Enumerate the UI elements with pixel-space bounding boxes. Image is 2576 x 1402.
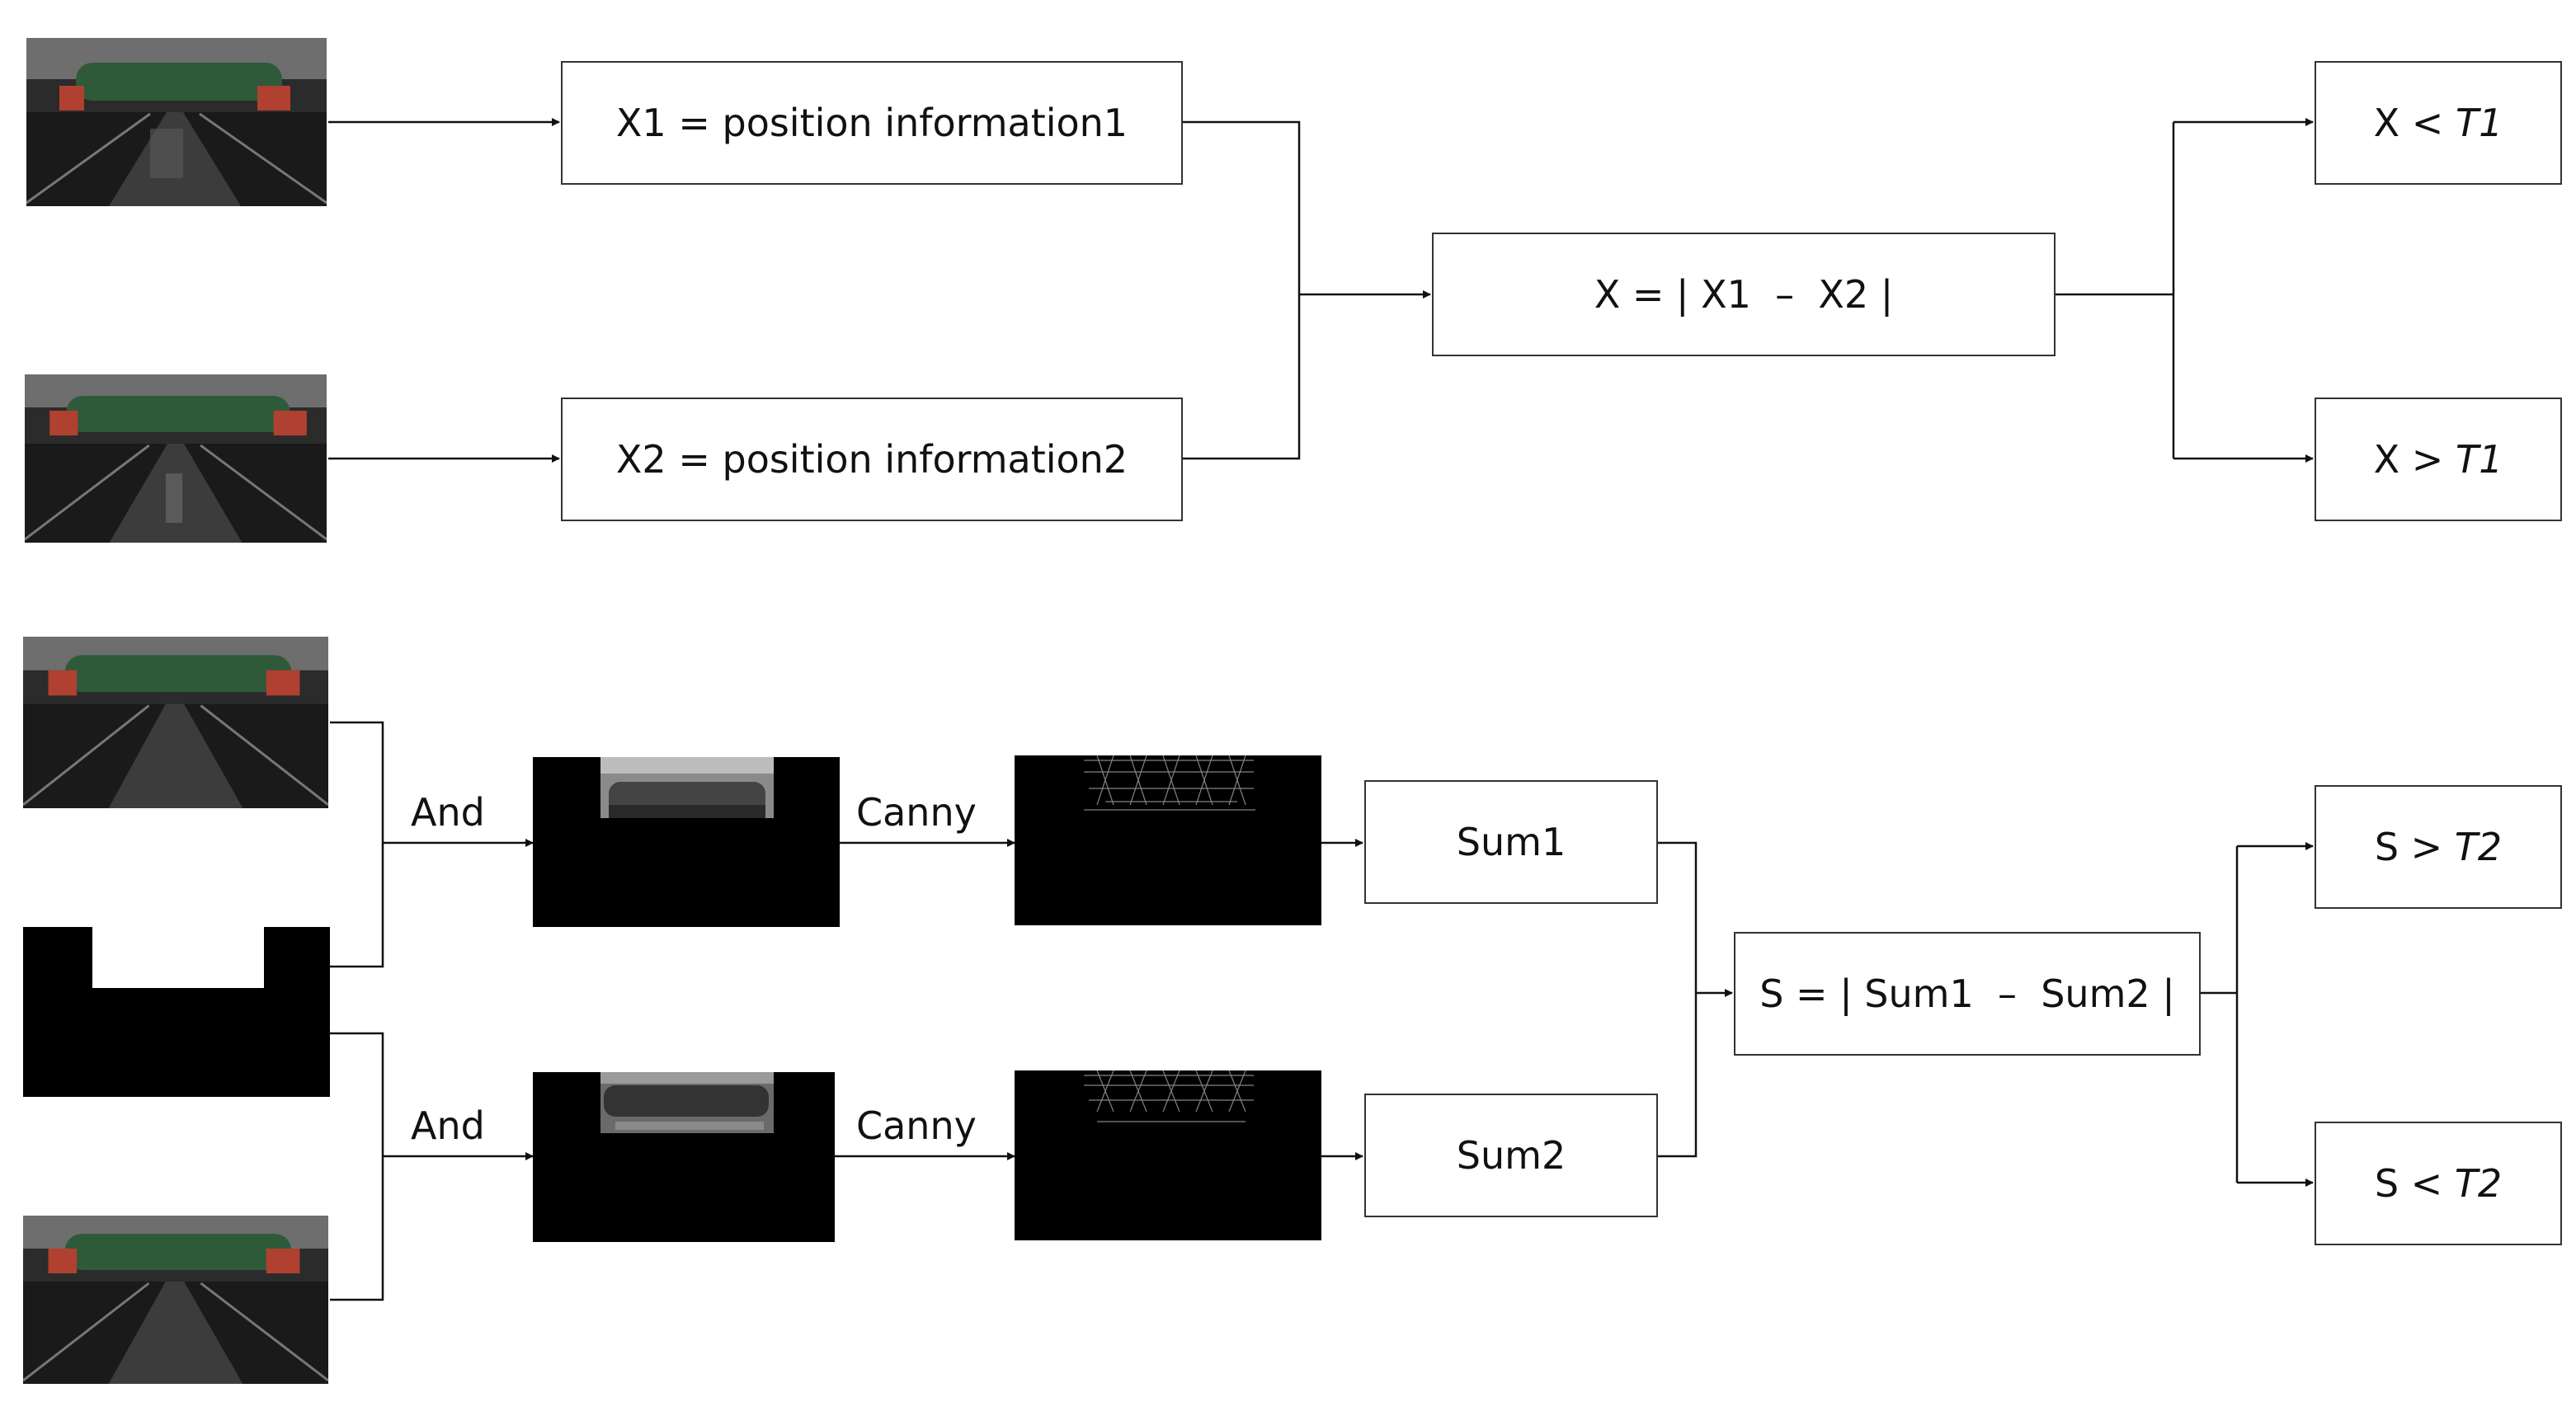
s-difference-text: S = | Sum1 – Sum2 | bbox=[1759, 972, 2175, 1016]
camera-frame-4 bbox=[23, 1216, 328, 1384]
masked-image-2 bbox=[533, 1072, 835, 1242]
masked-image-1 bbox=[533, 757, 840, 927]
canny-label-1: Canny bbox=[856, 790, 977, 835]
x-difference-box: X = | X1 – X2 | bbox=[1432, 233, 2056, 356]
sum1-text: Sum1 bbox=[1456, 820, 1566, 864]
s-less-than-t2-box: S < T2 bbox=[2315, 1122, 2562, 1245]
sum2-box: Sum2 bbox=[1364, 1094, 1658, 1217]
sum1-box: Sum1 bbox=[1364, 780, 1658, 904]
s-greater-prefix: S > bbox=[2374, 825, 2455, 869]
canny-label-2: Canny bbox=[856, 1103, 977, 1148]
camera-frame-2 bbox=[25, 374, 327, 543]
position-info-1-box: X1 = position information1 bbox=[561, 61, 1183, 185]
canny-edge-image-1 bbox=[1015, 755, 1321, 925]
mask-image bbox=[23, 927, 330, 1097]
s-less-prefix: S < bbox=[2374, 1161, 2455, 1206]
x-less-prefix: X < bbox=[2373, 101, 2456, 145]
s-greater-than-t2-box: S > T2 bbox=[2315, 785, 2562, 909]
sum2-text: Sum2 bbox=[1456, 1133, 1566, 1178]
and-label-1: And bbox=[411, 790, 485, 835]
position-info-1-text: X1 = position information1 bbox=[615, 101, 1128, 145]
x-greater-prefix: X > bbox=[2373, 437, 2456, 482]
s-difference-box: S = | Sum1 – Sum2 | bbox=[1734, 932, 2201, 1056]
t1-symbol: T1 bbox=[2455, 101, 2503, 145]
camera-frame-3 bbox=[23, 637, 328, 808]
t2-symbol: T2 bbox=[2454, 1161, 2503, 1206]
canny-edge-image-2 bbox=[1015, 1070, 1321, 1240]
position-info-2-box: X2 = position information2 bbox=[561, 398, 1183, 521]
camera-frame-1 bbox=[26, 38, 327, 206]
t2-symbol: T2 bbox=[2454, 825, 2503, 869]
and-label-2: And bbox=[411, 1103, 485, 1148]
x-difference-text: X = | X1 – X2 | bbox=[1594, 272, 1894, 317]
x-less-than-t1-box: X < T1 bbox=[2315, 61, 2562, 185]
t1-symbol: T1 bbox=[2455, 437, 2503, 482]
x-greater-than-t1-box: X > T1 bbox=[2315, 398, 2562, 521]
position-info-2-text: X2 = position information2 bbox=[615, 437, 1128, 482]
